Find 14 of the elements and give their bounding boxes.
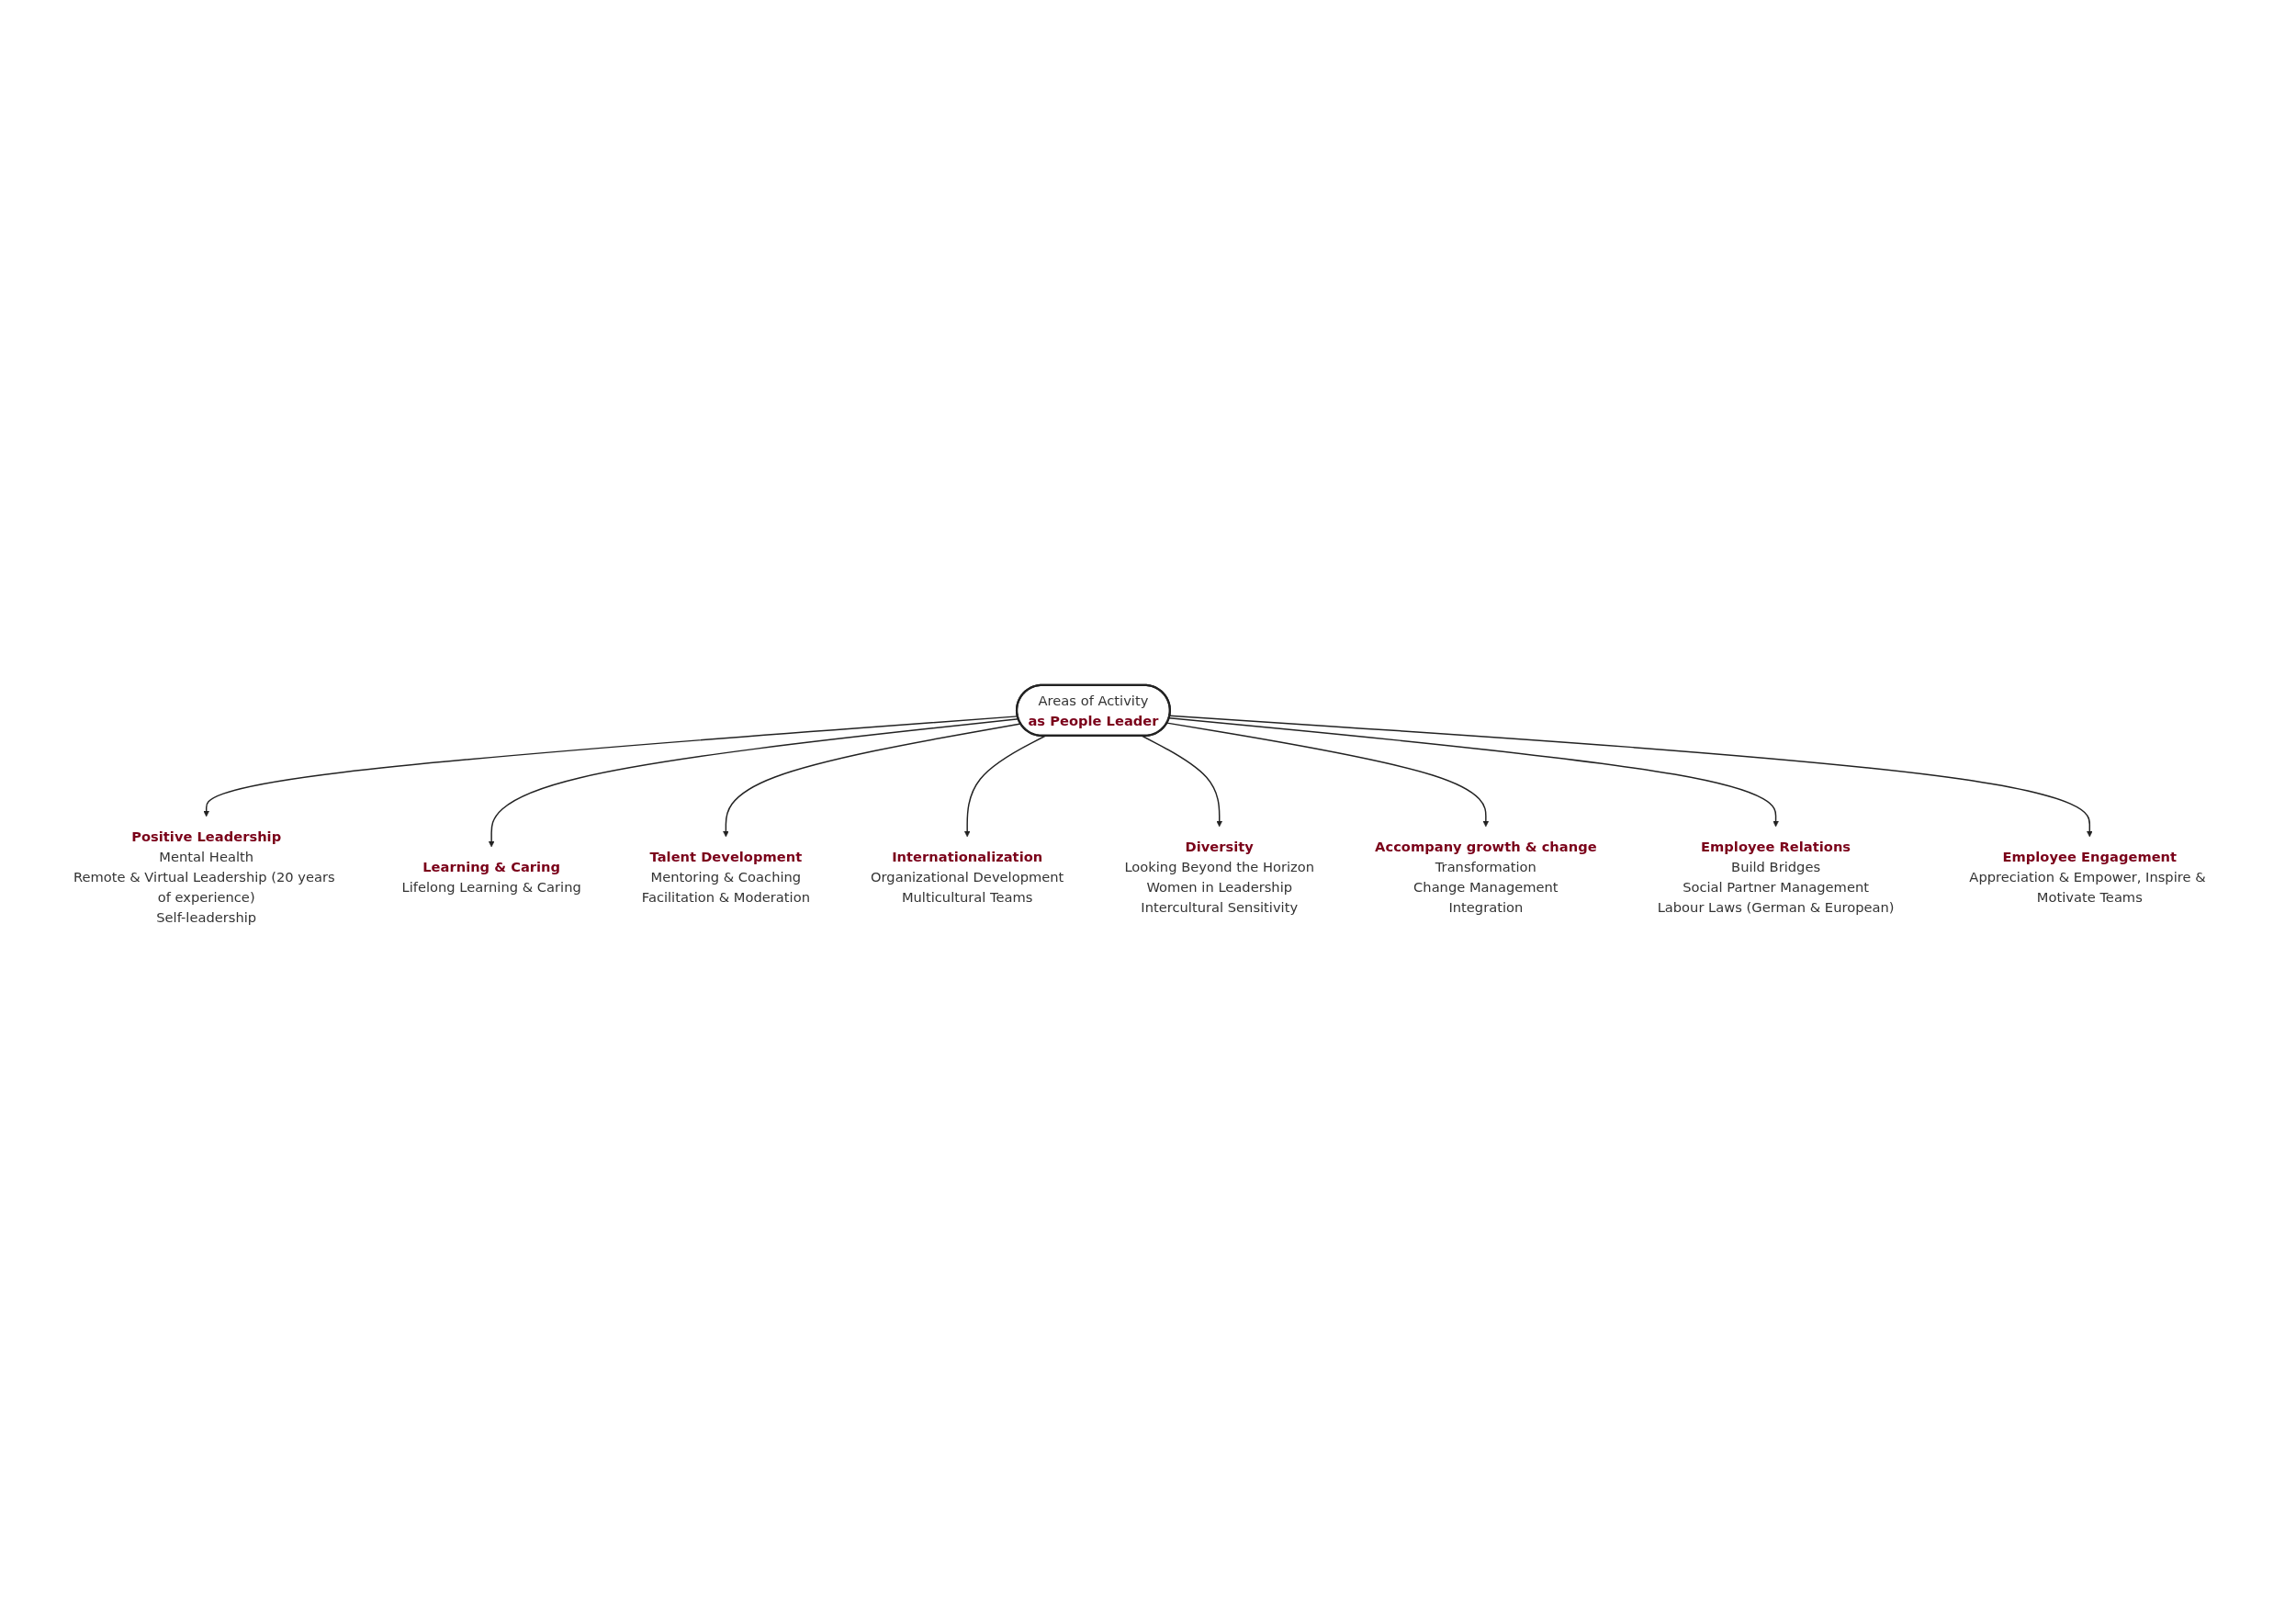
arrow bbox=[1166, 722, 1490, 828]
arrow bbox=[1168, 715, 2093, 838]
arrow bbox=[963, 735, 1046, 838]
arrow bbox=[723, 723, 1022, 838]
node-text: Accompany growth & change Transformation Change Management Integration bbox=[1375, 839, 1597, 916]
arrow bbox=[1168, 716, 1779, 828]
node-text: Positive Leadership Mental Health Remote & Virtual Leadership (20 years of experience) Self-leadership bbox=[73, 828, 335, 926]
node-text: Talent Development Mentoring & Coaching Facilitation & Moderation bbox=[641, 849, 810, 906]
node-text: Internationalization Organizational Development Multicultural Teams bbox=[871, 849, 1064, 906]
node-text: Employee Relations Build Bridges Social Partner Management Labour Laws (German & European) bbox=[1657, 839, 1895, 916]
node-text: Learning & Caring Lifelong Learning & Caring bbox=[401, 859, 581, 896]
node-text: Employee Engagement Appreciation & Empower, Inspire & Motivate Teams bbox=[1969, 849, 2206, 906]
node-text: Diversity Looking Beyond the Horizon Women in Leadership Intercultural Sensitivity bbox=[1124, 839, 1315, 916]
arrow bbox=[1141, 735, 1222, 828]
